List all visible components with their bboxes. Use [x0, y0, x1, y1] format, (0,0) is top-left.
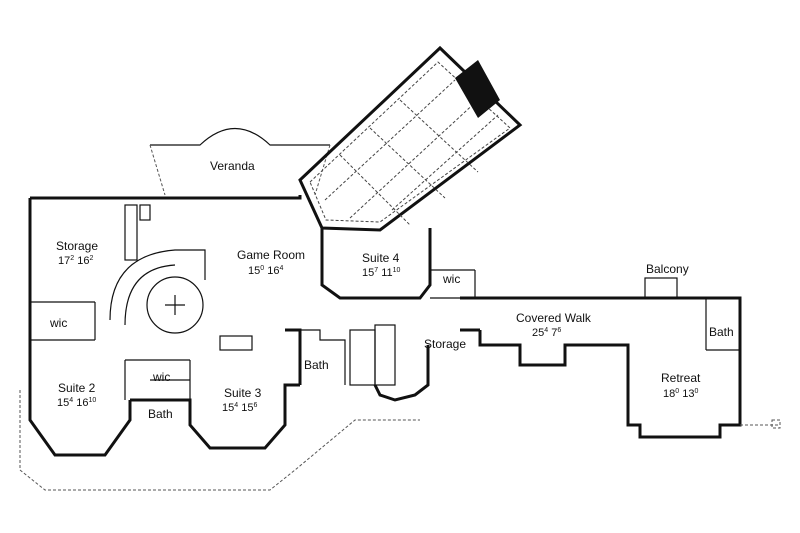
covered-walk-walls	[460, 296, 615, 367]
front-porch	[19, 390, 420, 491]
retreat-label: Retreat	[661, 371, 701, 385]
suite3-dim: 154 156	[222, 402, 257, 414]
storage-shelves	[124, 204, 151, 261]
storage-left-label: Storage	[56, 239, 98, 253]
game-room-dim: 150 164	[248, 265, 283, 277]
suite2-dim: 154 1610	[57, 397, 96, 409]
bath-left-label: Bath	[148, 407, 173, 421]
storage-left-dim: 172 162	[58, 255, 93, 267]
spiral-staircase	[109, 249, 206, 334]
balcony-label: Balcony	[646, 262, 689, 276]
retreat-dim: 180 130	[663, 388, 698, 400]
storage-mid-label: Storage	[424, 337, 466, 351]
room-labels: Veranda Storage 172 162 Game Room 150 16…	[49, 159, 734, 421]
angled-wing	[298, 45, 523, 232]
bath-right-label: Bath	[709, 325, 734, 339]
veranda-label: Veranda	[210, 159, 255, 173]
main-house-walls	[28, 195, 302, 457]
suite4-label: Suite 4	[362, 251, 400, 265]
suite4-dim: 157 1110	[362, 267, 401, 279]
suite3-label: Suite 3	[224, 386, 262, 400]
wic-suite4-label: wic	[442, 272, 460, 286]
retreat-walls	[615, 277, 781, 439]
covered-walk-label: Covered Walk	[516, 311, 592, 325]
game-room-label: Game Room	[237, 248, 305, 262]
suite2-label: Suite 2	[58, 381, 96, 395]
wic-mid-label: wic	[152, 370, 170, 384]
middle-service-walls	[219, 324, 430, 402]
covered-walk-dim: 254 76	[532, 327, 561, 339]
bath-mid-label: Bath	[304, 358, 329, 372]
wic-suite2-label: wic	[49, 316, 67, 330]
